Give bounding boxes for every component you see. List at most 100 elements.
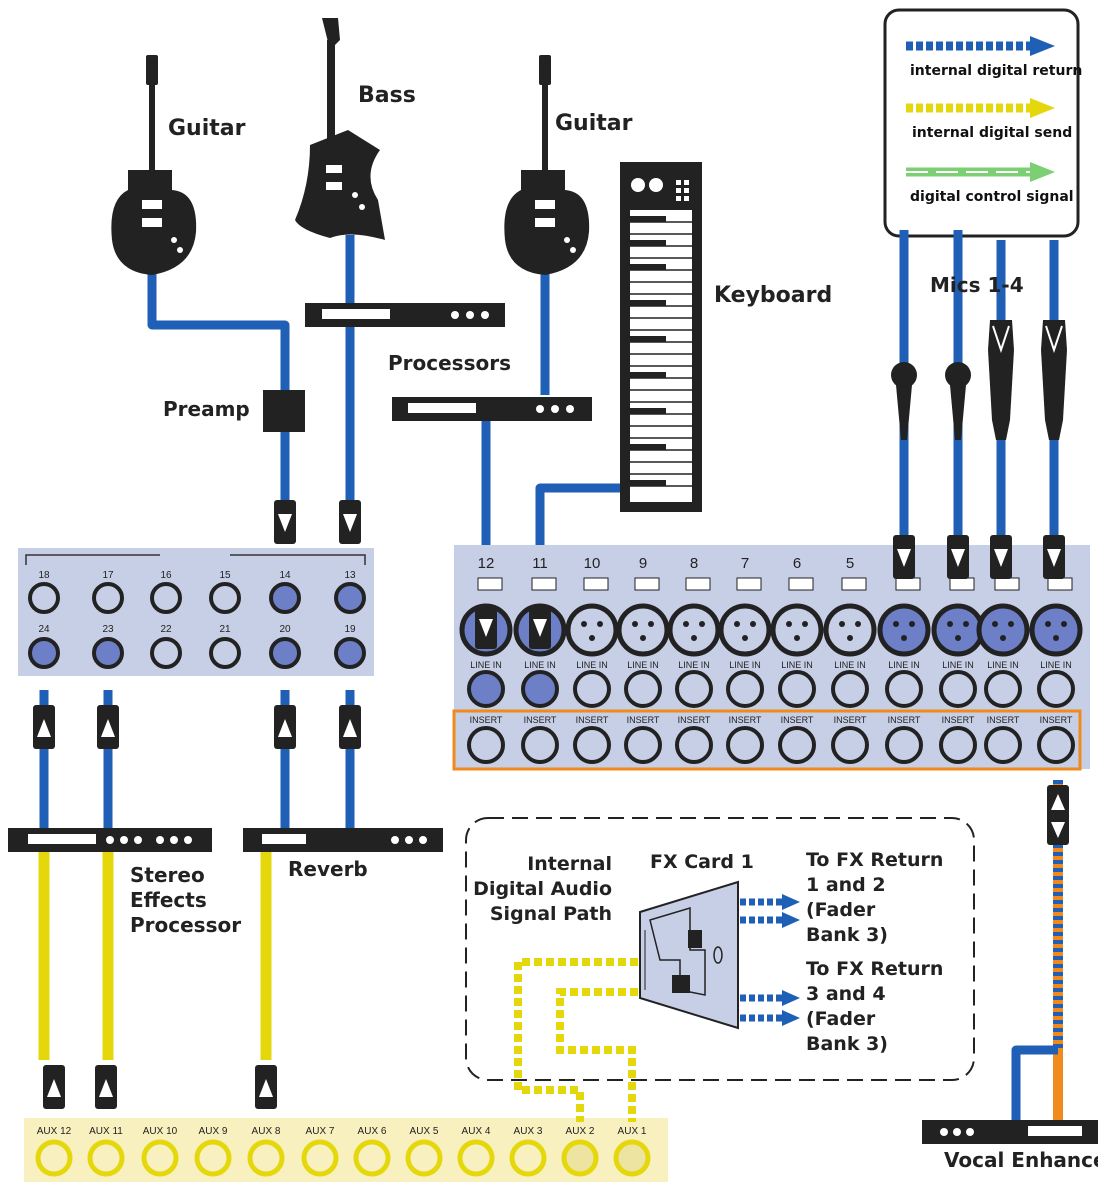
xlr-jack[interactable]	[1029, 603, 1083, 657]
channel-switch[interactable]	[634, 577, 660, 591]
internal-digital-sends	[514, 958, 638, 1122]
aux-jack-5[interactable]: AUX 5	[405, 1126, 443, 1177]
insert-jack[interactable]	[624, 726, 662, 764]
channel-switch[interactable]	[531, 577, 557, 591]
channel-switch[interactable]	[895, 577, 921, 591]
patch-jack-22[interactable]	[150, 637, 182, 669]
insert-jack[interactable]	[467, 726, 505, 764]
patch-label-19: 19	[344, 624, 356, 635]
patch-jack-24[interactable]	[28, 637, 60, 669]
insert-jack[interactable]	[939, 726, 977, 764]
channel-switch[interactable]	[477, 577, 503, 591]
xlr-jack[interactable]	[976, 603, 1030, 657]
xlr-jack[interactable]	[718, 603, 772, 657]
line-in-label: LINE IN	[678, 660, 710, 670]
aux-jack-8[interactable]: AUX 8	[247, 1126, 285, 1177]
xlr-jack[interactable]	[823, 603, 877, 657]
channel-switch[interactable]	[1047, 577, 1073, 591]
insert-jack[interactable]	[984, 726, 1022, 764]
aux-jack-4[interactable]: AUX 4	[457, 1126, 495, 1177]
insert-jack[interactable]	[885, 726, 923, 764]
insert-label: INSERT	[627, 715, 660, 725]
line-in-jack[interactable]	[521, 670, 559, 708]
aux-jack-1[interactable]: AUX 1	[613, 1126, 651, 1177]
aux-socket[interactable]	[457, 1139, 495, 1177]
xlr-jack[interactable]	[565, 603, 619, 657]
patch-jack-16[interactable]	[150, 582, 182, 614]
line-in-jack[interactable]	[778, 670, 816, 708]
aux-socket[interactable]	[301, 1139, 339, 1177]
aux-socket[interactable]	[247, 1139, 285, 1177]
xlr-jack[interactable]	[667, 603, 721, 657]
aux-socket[interactable]	[87, 1139, 125, 1177]
aux-socket[interactable]	[35, 1139, 73, 1177]
insert-jack[interactable]	[521, 726, 559, 764]
aux-jack-3[interactable]: AUX 3	[509, 1126, 547, 1177]
aux-jack-2[interactable]: AUX 2	[561, 1126, 599, 1177]
patch-jack-15[interactable]	[209, 582, 241, 614]
insert-label: INSERT	[888, 715, 921, 725]
xlr-jack[interactable]	[770, 603, 824, 657]
xlr-jack[interactable]	[877, 603, 931, 657]
insert-jack[interactable]	[675, 726, 713, 764]
line-in-jack[interactable]	[675, 670, 713, 708]
insert-jack[interactable]	[831, 726, 869, 764]
insert-jack[interactable]	[573, 726, 611, 764]
aux-socket[interactable]	[141, 1139, 179, 1177]
insert-label: INSERT	[942, 715, 975, 725]
line-in-jack[interactable]	[939, 670, 977, 708]
return-12-line-1: To FX Return	[806, 849, 943, 871]
bass-processor	[305, 303, 505, 327]
patch-jack-18[interactable]	[28, 582, 60, 614]
channel-switch[interactable]	[994, 577, 1020, 591]
patch-jack-21[interactable]	[209, 637, 241, 669]
aux-socket[interactable]	[613, 1139, 651, 1177]
aux-label: AUX 4	[462, 1126, 491, 1137]
patch-jack-17[interactable]	[92, 582, 124, 614]
line-in-jack[interactable]	[984, 670, 1022, 708]
insert-jack[interactable]	[1037, 726, 1075, 764]
patch-jack-13[interactable]	[334, 582, 366, 614]
channel-number: 6	[793, 555, 801, 572]
aux-label: AUX 2	[566, 1126, 595, 1137]
channel-switch[interactable]	[788, 577, 814, 591]
aux-jack-9[interactable]: AUX 9	[194, 1126, 232, 1177]
stereo-fx-label-1: Stereo	[130, 863, 205, 887]
insert-jack[interactable]	[778, 726, 816, 764]
channel-number: 5	[846, 555, 854, 572]
channel-switch[interactable]	[736, 577, 762, 591]
line-in-label: LINE IN	[987, 660, 1019, 670]
patch-jack-20[interactable]	[269, 637, 301, 669]
insert-label: INSERT	[834, 715, 867, 725]
line-in-jack[interactable]	[1037, 670, 1075, 708]
aux-jack-12[interactable]: AUX 12	[35, 1126, 73, 1177]
aux-socket[interactable]	[405, 1139, 443, 1177]
line-in-jack[interactable]	[885, 670, 923, 708]
patch-jack-19[interactable]	[334, 637, 366, 669]
aux-jack-11[interactable]: AUX 11	[87, 1126, 125, 1177]
aux-jack-10[interactable]: AUX 10	[141, 1126, 179, 1177]
xlr-jack[interactable]	[931, 603, 985, 657]
aux-socket[interactable]	[561, 1139, 599, 1177]
line-in-jack[interactable]	[624, 670, 662, 708]
patch-jack-23[interactable]	[92, 637, 124, 669]
line-in-jack[interactable]	[726, 670, 764, 708]
line-in-jack[interactable]	[573, 670, 611, 708]
channel-switch[interactable]	[949, 577, 975, 591]
bass-icon	[295, 18, 385, 240]
line-in-jack[interactable]	[467, 670, 505, 708]
insert-jack[interactable]	[726, 726, 764, 764]
channel-switch[interactable]	[841, 577, 867, 591]
aux-socket[interactable]	[353, 1139, 391, 1177]
channel-switch[interactable]	[685, 577, 711, 591]
xlr-jack[interactable]	[616, 603, 670, 657]
channel-switch[interactable]	[583, 577, 609, 591]
aux-jack-7[interactable]: AUX 7	[301, 1126, 339, 1177]
line-in-jack[interactable]	[831, 670, 869, 708]
patch-jack-14[interactable]	[269, 582, 301, 614]
aux-socket[interactable]	[194, 1139, 232, 1177]
aux-socket[interactable]	[509, 1139, 547, 1177]
aux-jack-6[interactable]: AUX 6	[353, 1126, 391, 1177]
